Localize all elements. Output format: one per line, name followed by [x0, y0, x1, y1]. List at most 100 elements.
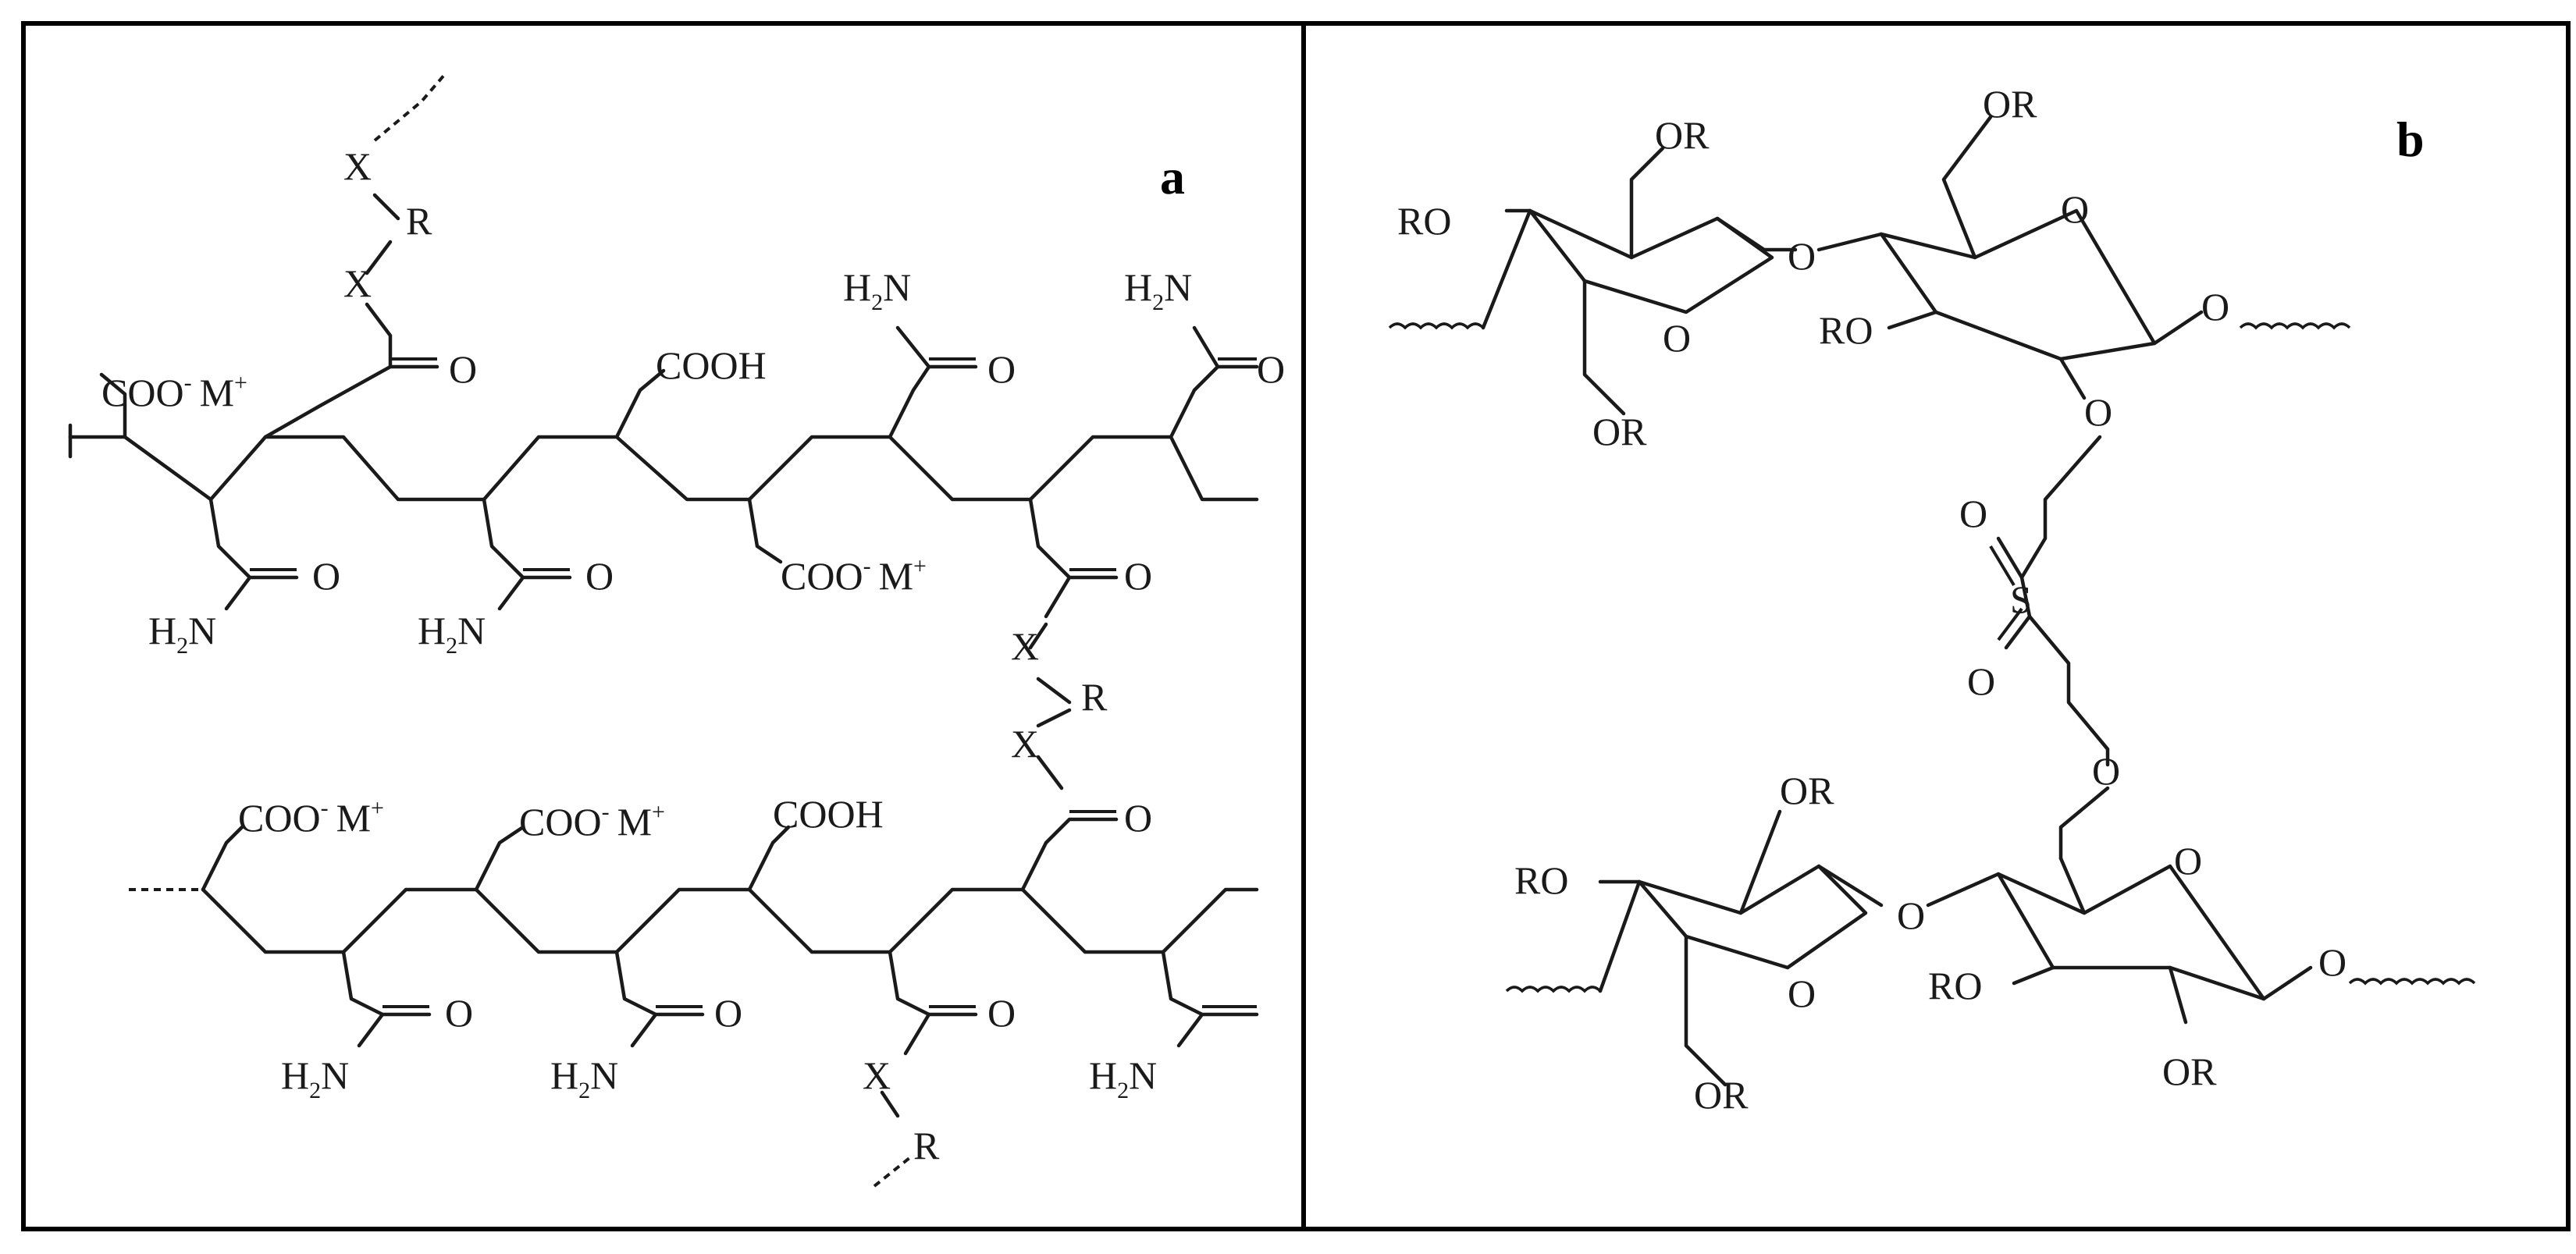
- bond: [614, 368, 666, 439]
- bond: [224, 575, 252, 611]
- label-o: O: [1788, 234, 1816, 278]
- bond: [1505, 986, 1602, 993]
- bond: [2348, 978, 2476, 986]
- label-x-mid-2: X: [1011, 722, 1039, 766]
- bond: [1036, 677, 1072, 705]
- bond: [1926, 872, 2001, 908]
- sulfone-linker: [2019, 435, 2110, 767]
- panel-b-structure: OR RO O OR O OR O RO O O O S O O OR RO O…: [1388, 82, 2476, 1117]
- label-ro: RO: [1928, 964, 1982, 1007]
- label-o: O: [987, 991, 1016, 1035]
- label-r-top: R: [406, 199, 432, 243]
- bond: [1629, 146, 1665, 260]
- label-ro: RO: [1819, 308, 1873, 352]
- label-o: O: [1788, 972, 1816, 1015]
- label-o: O: [1897, 893, 1925, 937]
- label-sulfone-o: O: [1959, 492, 1987, 535]
- label-h2n: H2N: [1089, 1053, 1157, 1103]
- label-h2n: H2N: [418, 609, 486, 659]
- bond: [888, 950, 978, 1017]
- bond: [747, 497, 783, 564]
- bond: [1715, 216, 1798, 252]
- bond: [1816, 864, 1884, 908]
- label-r-mid: R: [1081, 675, 1108, 719]
- label-or: OR: [1592, 410, 1647, 453]
- bond: [895, 325, 931, 369]
- label-o: O: [2201, 285, 2229, 329]
- bond: [263, 302, 393, 439]
- label-x-mid: X: [1011, 624, 1039, 668]
- bond: [747, 825, 791, 892]
- bond: [2004, 614, 2032, 650]
- label-h2n: H2N: [550, 1053, 618, 1103]
- label-o: O: [987, 347, 1016, 391]
- bond: [372, 193, 400, 221]
- bond: [2152, 310, 2204, 346]
- bond: [2261, 965, 2313, 1001]
- label-o: O: [2318, 940, 2347, 984]
- label-o: O: [1124, 554, 1152, 598]
- bond: [497, 575, 525, 611]
- bond: [99, 372, 127, 439]
- label-o: O: [1257, 347, 1285, 391]
- label-ro: RO: [1397, 199, 1451, 243]
- bond: [1388, 322, 1485, 330]
- bond: [1997, 607, 2023, 641]
- label-o: O: [1663, 316, 1691, 360]
- label-o: O: [1124, 796, 1152, 840]
- bond: [873, 1153, 915, 1188]
- bond: [1941, 115, 1993, 260]
- bond: [1481, 208, 1532, 330]
- label-o: O: [2084, 390, 2112, 434]
- label-x-bottom: X: [863, 1053, 891, 1097]
- label-or: OR: [1655, 113, 1710, 157]
- bond: [903, 1012, 931, 1056]
- label-or: OR: [2162, 1050, 2217, 1093]
- upper-chain-backbone: [68, 435, 1259, 502]
- label-coo-m: COO-M+: [101, 370, 247, 414]
- bond: [201, 825, 244, 892]
- bond: [1044, 575, 1072, 619]
- panel-b-label: b: [2396, 112, 2425, 167]
- label-o: O: [445, 991, 473, 1035]
- bond: [1598, 879, 1642, 993]
- bond: [1192, 325, 1220, 369]
- bond: [2012, 965, 2055, 986]
- label-h2n: H2N: [281, 1053, 349, 1103]
- label-h2n: H2N: [148, 609, 216, 659]
- bond: [474, 825, 525, 892]
- label-o: O: [585, 554, 614, 598]
- bond: [1028, 622, 1048, 650]
- label-o: O: [2061, 187, 2089, 231]
- ring-upper-right: [1879, 208, 2157, 361]
- ring-upper-left: [1528, 208, 1774, 314]
- bond: [341, 950, 432, 1017]
- label-x-top: X: [343, 144, 372, 188]
- lower-chain-backbone: [201, 887, 1259, 954]
- bond: [1036, 755, 1064, 790]
- label-o: O: [714, 991, 742, 1035]
- bond: [357, 1012, 385, 1048]
- label-or: OR: [1983, 82, 2037, 126]
- ring-lower-right: [1996, 864, 2266, 1001]
- label-or: OR: [1694, 1073, 1749, 1117]
- bond: [482, 497, 572, 580]
- bond: [1996, 536, 2024, 580]
- bond: [1816, 232, 1884, 252]
- label-cooh: COOH: [773, 792, 884, 836]
- panel-a-structure: X R X O COO-M+ COOH H2N O H2N O O H2N O …: [68, 73, 1285, 1188]
- label-o: O: [449, 347, 477, 391]
- bond: [880, 1090, 900, 1118]
- label-coo-m: COO-M+: [781, 553, 927, 598]
- bond: [1176, 1012, 1204, 1048]
- label-ro: RO: [1514, 858, 1568, 902]
- panel-b-frame: [1301, 21, 2571, 1231]
- bond: [2058, 357, 2087, 400]
- label-o: O: [312, 554, 340, 598]
- label-r-bottom: R: [913, 1124, 940, 1167]
- bond: [373, 73, 447, 142]
- bond: [2239, 322, 2351, 330]
- bond: [208, 497, 299, 580]
- label-coo-m: COO-M+: [519, 799, 665, 844]
